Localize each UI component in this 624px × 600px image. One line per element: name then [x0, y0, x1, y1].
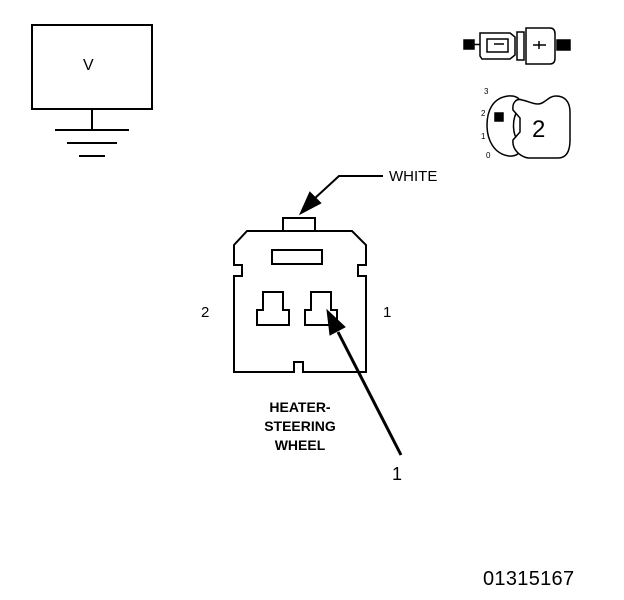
switch-scale-1: 1 — [481, 132, 486, 141]
connector-name-line: STEERING — [264, 418, 336, 434]
pin-callout-leader — [326, 308, 403, 456]
part-number: 01315167 — [483, 568, 575, 590]
pin-2-label: 2 — [201, 304, 210, 321]
connector-name-line: HEATER- — [269, 399, 331, 415]
connector-name-line: WHEEL — [274, 437, 326, 453]
wire-color-leader — [298, 175, 383, 216]
switch-scale-0: 0 — [486, 151, 491, 160]
connector-plug-icon — [463, 27, 571, 65]
switch-position-number: 2 — [532, 116, 546, 143]
rotary-switch-icon — [486, 95, 571, 159]
ground-icon — [55, 109, 129, 157]
connector-name: HEATER- STEERING WHEEL — [230, 398, 370, 455]
switch-scale-2: 2 — [481, 109, 486, 118]
connector-cavity-2 — [256, 291, 290, 326]
connector-body — [233, 217, 367, 373]
pin-1-label: 1 — [383, 304, 392, 321]
pin-callout-number: 1 — [392, 464, 403, 484]
switch-scale-3: 3 — [484, 87, 489, 96]
wire-color-label: WHITE — [389, 168, 438, 185]
voltmeter-label: V — [83, 57, 94, 74]
